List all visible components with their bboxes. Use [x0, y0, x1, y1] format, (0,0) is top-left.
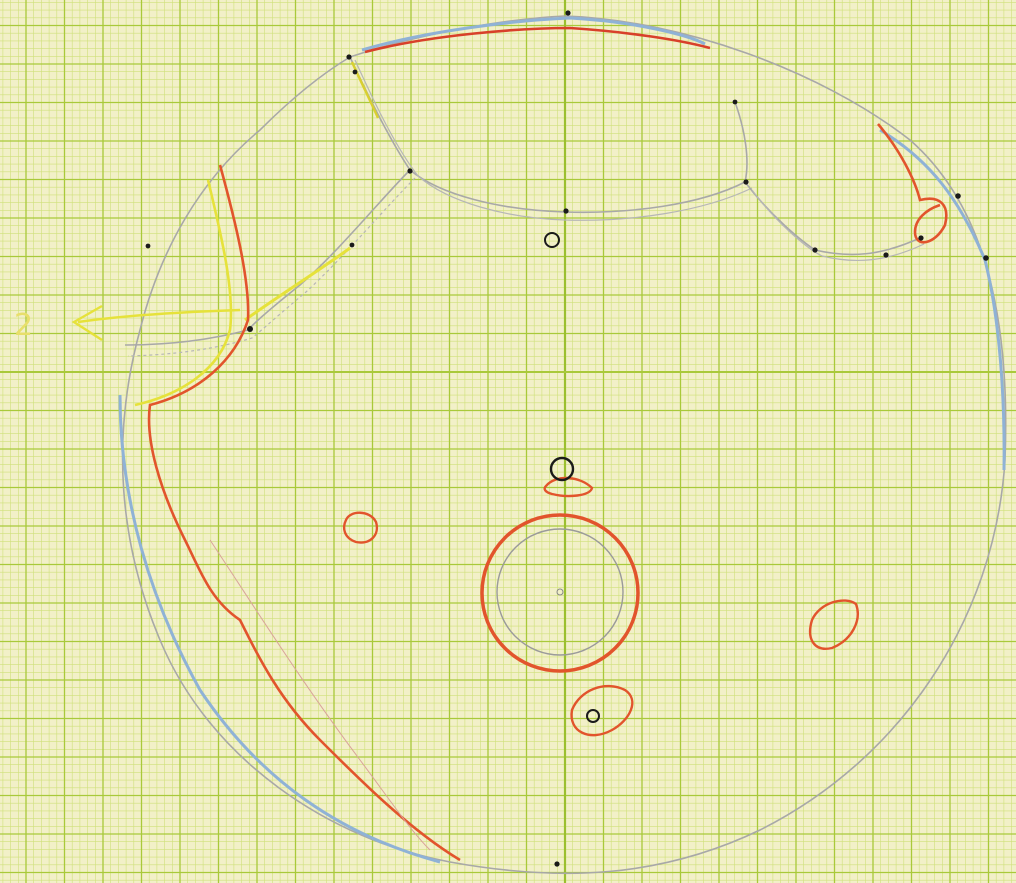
dot-lobe-right-top [733, 100, 738, 105]
dot-left-rim [146, 244, 151, 249]
dot-left-arm [350, 243, 355, 248]
dot-top [565, 10, 570, 15]
dot-lobe-right [743, 179, 748, 184]
dot-right-lobe-2 [883, 252, 888, 257]
dot-bottom [554, 861, 559, 866]
dot-left-arm-2 [247, 326, 253, 332]
dot-upper-left-2 [353, 70, 358, 75]
dot-lobe-center [563, 208, 568, 213]
dot-right-lobe-1 [812, 247, 817, 252]
side-label: 2 [14, 308, 33, 343]
dot-right-rim-1 [955, 193, 961, 199]
dot-right-rim-2 [983, 255, 989, 261]
dot-upper-left [346, 54, 351, 59]
dot-lobe-left [407, 168, 412, 173]
dot-notch [918, 235, 923, 240]
